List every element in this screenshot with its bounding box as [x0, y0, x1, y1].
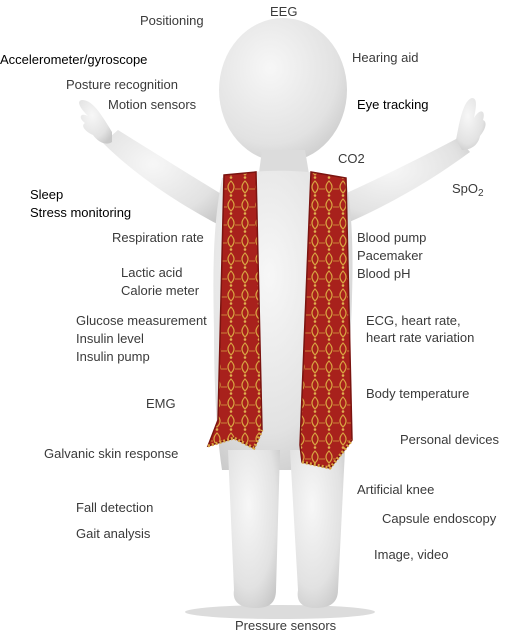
label-artificial-knee: Artificial knee	[357, 481, 434, 498]
head-icon	[219, 18, 347, 162]
label-ecg: ECG, heart rate, heart rate variation	[366, 312, 474, 346]
label-stress-monitoring: Stress monitoring	[30, 204, 131, 221]
label-eye-tracking: Eye tracking	[357, 96, 429, 113]
label-pressure-sensors: Pressure sensors	[235, 617, 336, 634]
label-spo2: SpO2	[452, 180, 484, 202]
label-glucose-measurement: Glucose measurement	[76, 312, 207, 329]
label-body-temperature: Body temperature	[366, 385, 469, 402]
label-sleep: Sleep	[30, 186, 63, 203]
leg-left-icon	[228, 450, 280, 608]
label-eeg: EEG	[270, 3, 297, 20]
label-galvanic-skin-response: Galvanic skin response	[44, 445, 178, 462]
label-personal-devices: Personal devices	[400, 431, 499, 448]
label-image-video: Image, video	[374, 546, 448, 563]
label-blood-pump: Blood pump	[357, 229, 426, 246]
label-blood-ph: Blood pH	[357, 265, 410, 282]
label-insulin-pump: Insulin pump	[76, 348, 150, 365]
label-pacemaker: Pacemaker	[357, 247, 423, 264]
label-accelerometer: Accelerometer/gyroscope	[0, 51, 147, 68]
label-insulin-level: Insulin level	[76, 330, 144, 347]
label-fall-detection: Fall detection	[76, 499, 153, 516]
label-gait-analysis: Gait analysis	[76, 525, 150, 542]
label-hearing-aid: Hearing aid	[352, 49, 419, 66]
label-positioning: Positioning	[140, 12, 204, 29]
label-calorie-meter: Calorie meter	[121, 282, 199, 299]
label-emg: EMG	[146, 395, 176, 412]
leg-right-icon	[290, 450, 345, 608]
label-lactic-acid: Lactic acid	[121, 264, 182, 281]
label-respiration-rate: Respiration rate	[112, 229, 204, 246]
label-posture-recognition: Posture recognition	[66, 76, 178, 93]
label-co2: CO2	[338, 150, 365, 167]
label-motion-sensors: Motion sensors	[108, 96, 196, 113]
label-capsule-endoscopy: Capsule endoscopy	[382, 510, 496, 527]
